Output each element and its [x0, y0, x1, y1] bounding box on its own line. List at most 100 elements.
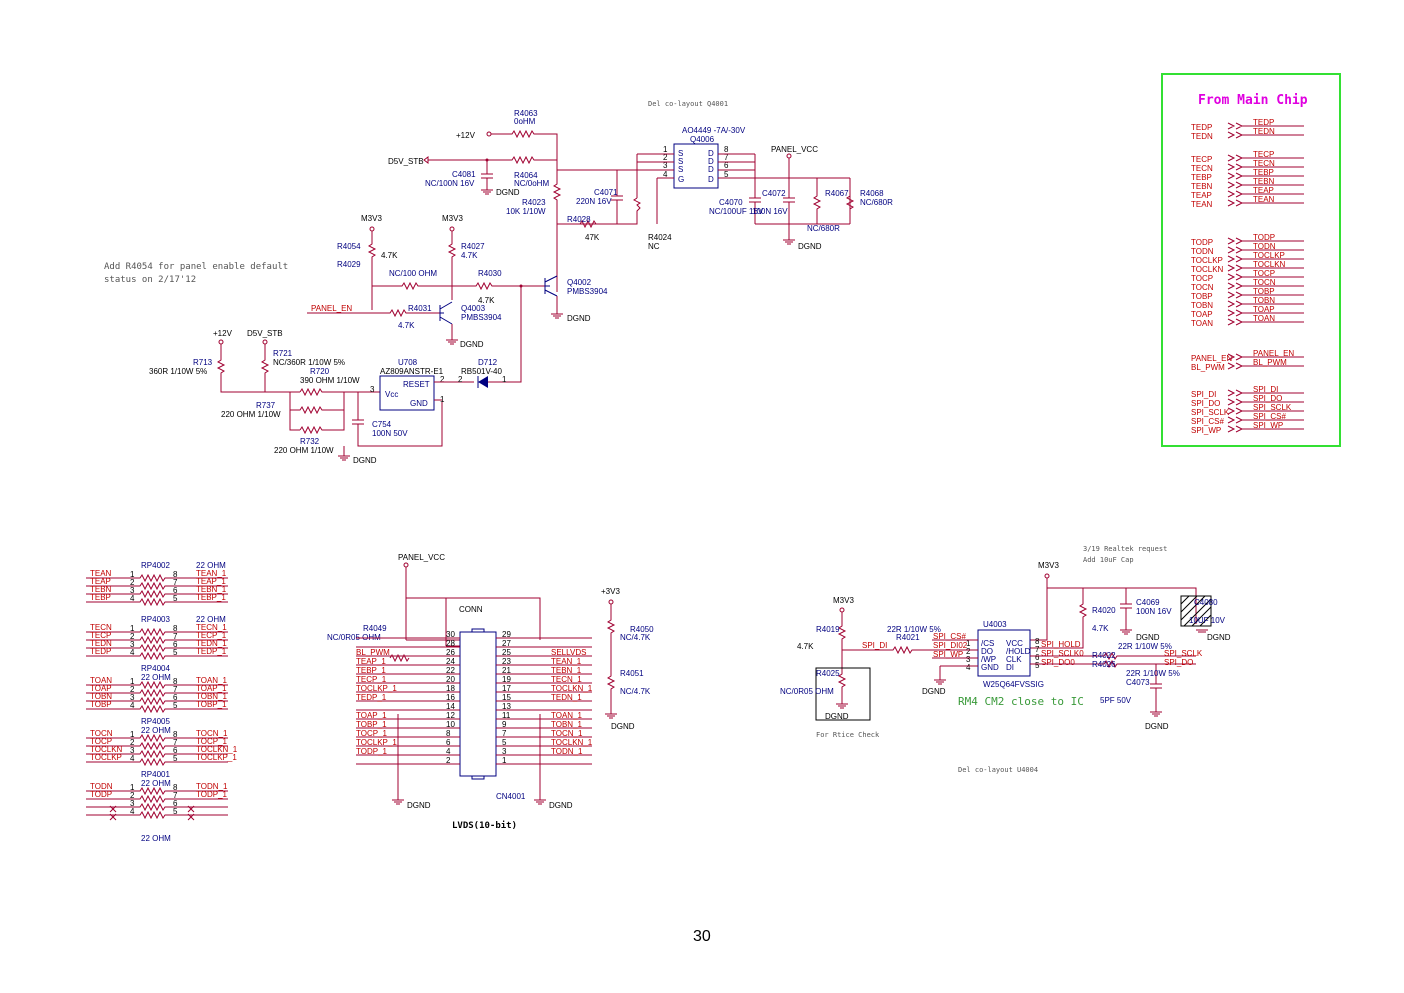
main-chip-arrow — [1227, 246, 1304, 254]
rp-pin-left: 3 — [130, 693, 135, 702]
conn-net-left: TOCP_1 — [356, 729, 388, 738]
r4031-ref: R4031 — [408, 304, 432, 313]
rp-ref: RP4005 — [141, 717, 170, 726]
conn-net-right: TEAN_1 — [551, 657, 582, 666]
q4006-wires — [557, 153, 756, 224]
dgnd-label-3: DGND — [567, 314, 591, 323]
q4006-ref: Q4006 — [690, 135, 715, 144]
panel-vcc-port — [786, 153, 792, 159]
main-chip-out-net: TOCLKN — [1253, 260, 1286, 269]
d712-symbol — [478, 376, 488, 388]
d5v-stb-label: D5V_STB — [388, 157, 424, 166]
conn-pin-left: 18 — [446, 684, 455, 693]
rp-net-right: TEBP_1 — [196, 593, 226, 602]
conn-pin-right: 3 — [502, 747, 507, 756]
conn-pin-left: 30 — [446, 630, 455, 639]
rp-pin-left: 4 — [130, 807, 135, 816]
rp-net-left: TOBP — [90, 700, 112, 709]
conn-pin-left: 12 — [446, 711, 455, 720]
plus12v-label-2: +12V — [213, 329, 233, 338]
c4080-val: 10UF 10V — [1189, 616, 1226, 625]
rp-pin-left: 3 — [130, 799, 135, 808]
r4030-wire — [452, 281, 545, 291]
r4064-ref: R4064 — [514, 171, 538, 180]
rp-pin-left: 1 — [130, 783, 135, 792]
rp-ref: RP4003 — [141, 615, 170, 624]
flash-left-wires — [932, 639, 978, 685]
flash-m3v3-1: M3V3 — [1038, 561, 1059, 570]
rp-net-left: TOBN — [90, 692, 112, 701]
main-chip-frame — [1161, 73, 1341, 447]
r4022-ref: R4022 — [1092, 651, 1116, 660]
r4067-val: NC/680R — [807, 224, 840, 233]
main-chip-out-net: TOAN — [1253, 314, 1275, 323]
rp-pin-left: 3 — [130, 586, 135, 595]
r4025-val: NC/0R05 OHM — [780, 687, 834, 696]
u4003-pin-name-left: GND — [981, 663, 999, 672]
rp-pin-right: 8 — [173, 730, 178, 739]
main-chip-in-net: TOBP — [1191, 292, 1213, 301]
main-chip-out-net: TEDP — [1253, 118, 1274, 127]
main-chip-arrow — [1227, 237, 1304, 245]
svg-text:4: 4 — [663, 170, 668, 179]
svg-text:6: 6 — [724, 161, 729, 170]
rp-net-right: TECP_1 — [196, 631, 227, 640]
u708-body — [379, 375, 435, 411]
r4024-wire — [557, 197, 641, 225]
c4073-val: 5PF 50V — [1100, 696, 1132, 705]
c4080-ref: C4080 — [1194, 598, 1218, 607]
main-chip-arrow — [1227, 122, 1304, 130]
conn-net-left: TEDP_1 — [356, 693, 387, 702]
main-chip-out-net: TECN — [1253, 159, 1275, 168]
rp-pin-right: 8 — [173, 677, 178, 686]
m3v3-port-1 — [369, 226, 375, 232]
r4024-ref: R4024 — [648, 233, 672, 242]
rp-pin-left: 2 — [130, 632, 135, 641]
rp-net-right: TOCLKP_1 — [196, 753, 237, 762]
r713-wire — [216, 344, 300, 393]
rp-pin-right: 5 — [173, 594, 178, 603]
u4003-pin-num-left: 1 — [966, 639, 971, 648]
rp-net-right: TODP_1 — [196, 790, 228, 799]
rp-pin-left: 2 — [130, 685, 135, 694]
q4003-ref: Q4003 — [461, 304, 486, 313]
main-chip-in-net: TECP — [1191, 155, 1212, 164]
main-chip-out-net: TOBN — [1253, 296, 1275, 305]
conn-pin-left: 26 — [446, 648, 455, 657]
rp-resistor — [86, 786, 228, 796]
lvds-title: LVDS(10-bit) — [452, 820, 517, 831]
r4027-ref: R4027 — [461, 242, 485, 251]
conn-pin-left: 24 — [446, 657, 455, 666]
rp-nc-marks — [109, 805, 195, 821]
rp-val: 22 OHM — [141, 726, 171, 735]
conn-pin-left: 22 — [446, 666, 455, 675]
rp-net-left: TOCLKN — [90, 745, 123, 754]
rp-pin-left: 1 — [130, 677, 135, 686]
main-chip-in-net: SPI_WP — [1191, 426, 1221, 435]
main-chip-out-net: PANEL_EN — [1253, 349, 1294, 358]
rp-net-left: TEBN — [90, 585, 112, 594]
main-chip-out-net: TEDN — [1253, 127, 1275, 136]
conn-pin-right: 17 — [502, 684, 511, 693]
u4003-pin-num-right: 5 — [1035, 661, 1040, 670]
conn-label: CONN — [459, 605, 483, 614]
rp-pin-left: 1 — [130, 624, 135, 633]
flash-spi-di: SPI_DI — [862, 641, 887, 650]
rp-resistor — [86, 741, 228, 751]
rp-resistor — [86, 627, 228, 637]
u4003-net-left: SPI_CS# — [933, 632, 966, 641]
conn-pin-right: 27 — [502, 639, 511, 648]
dgnd-label-4: DGND — [460, 340, 484, 349]
main-chip-out-net: TOCN — [1253, 278, 1276, 287]
conn-pin-right: 1 — [502, 756, 507, 765]
conn-power-wires — [405, 567, 541, 647]
u4003-pin-name-right: CLK — [1006, 655, 1022, 664]
u4003-net-right: SPI_HOLD — [1041, 640, 1081, 649]
rp-resistor — [86, 802, 228, 812]
d712-ref: D712 — [478, 358, 498, 367]
conn-plus3v3-port — [608, 599, 614, 605]
rp-resistor — [86, 757, 228, 767]
r4028-ref: R4028 — [567, 215, 591, 224]
conn-dgnd-1: DGND — [407, 801, 431, 810]
svg-text:2: 2 — [663, 153, 668, 162]
